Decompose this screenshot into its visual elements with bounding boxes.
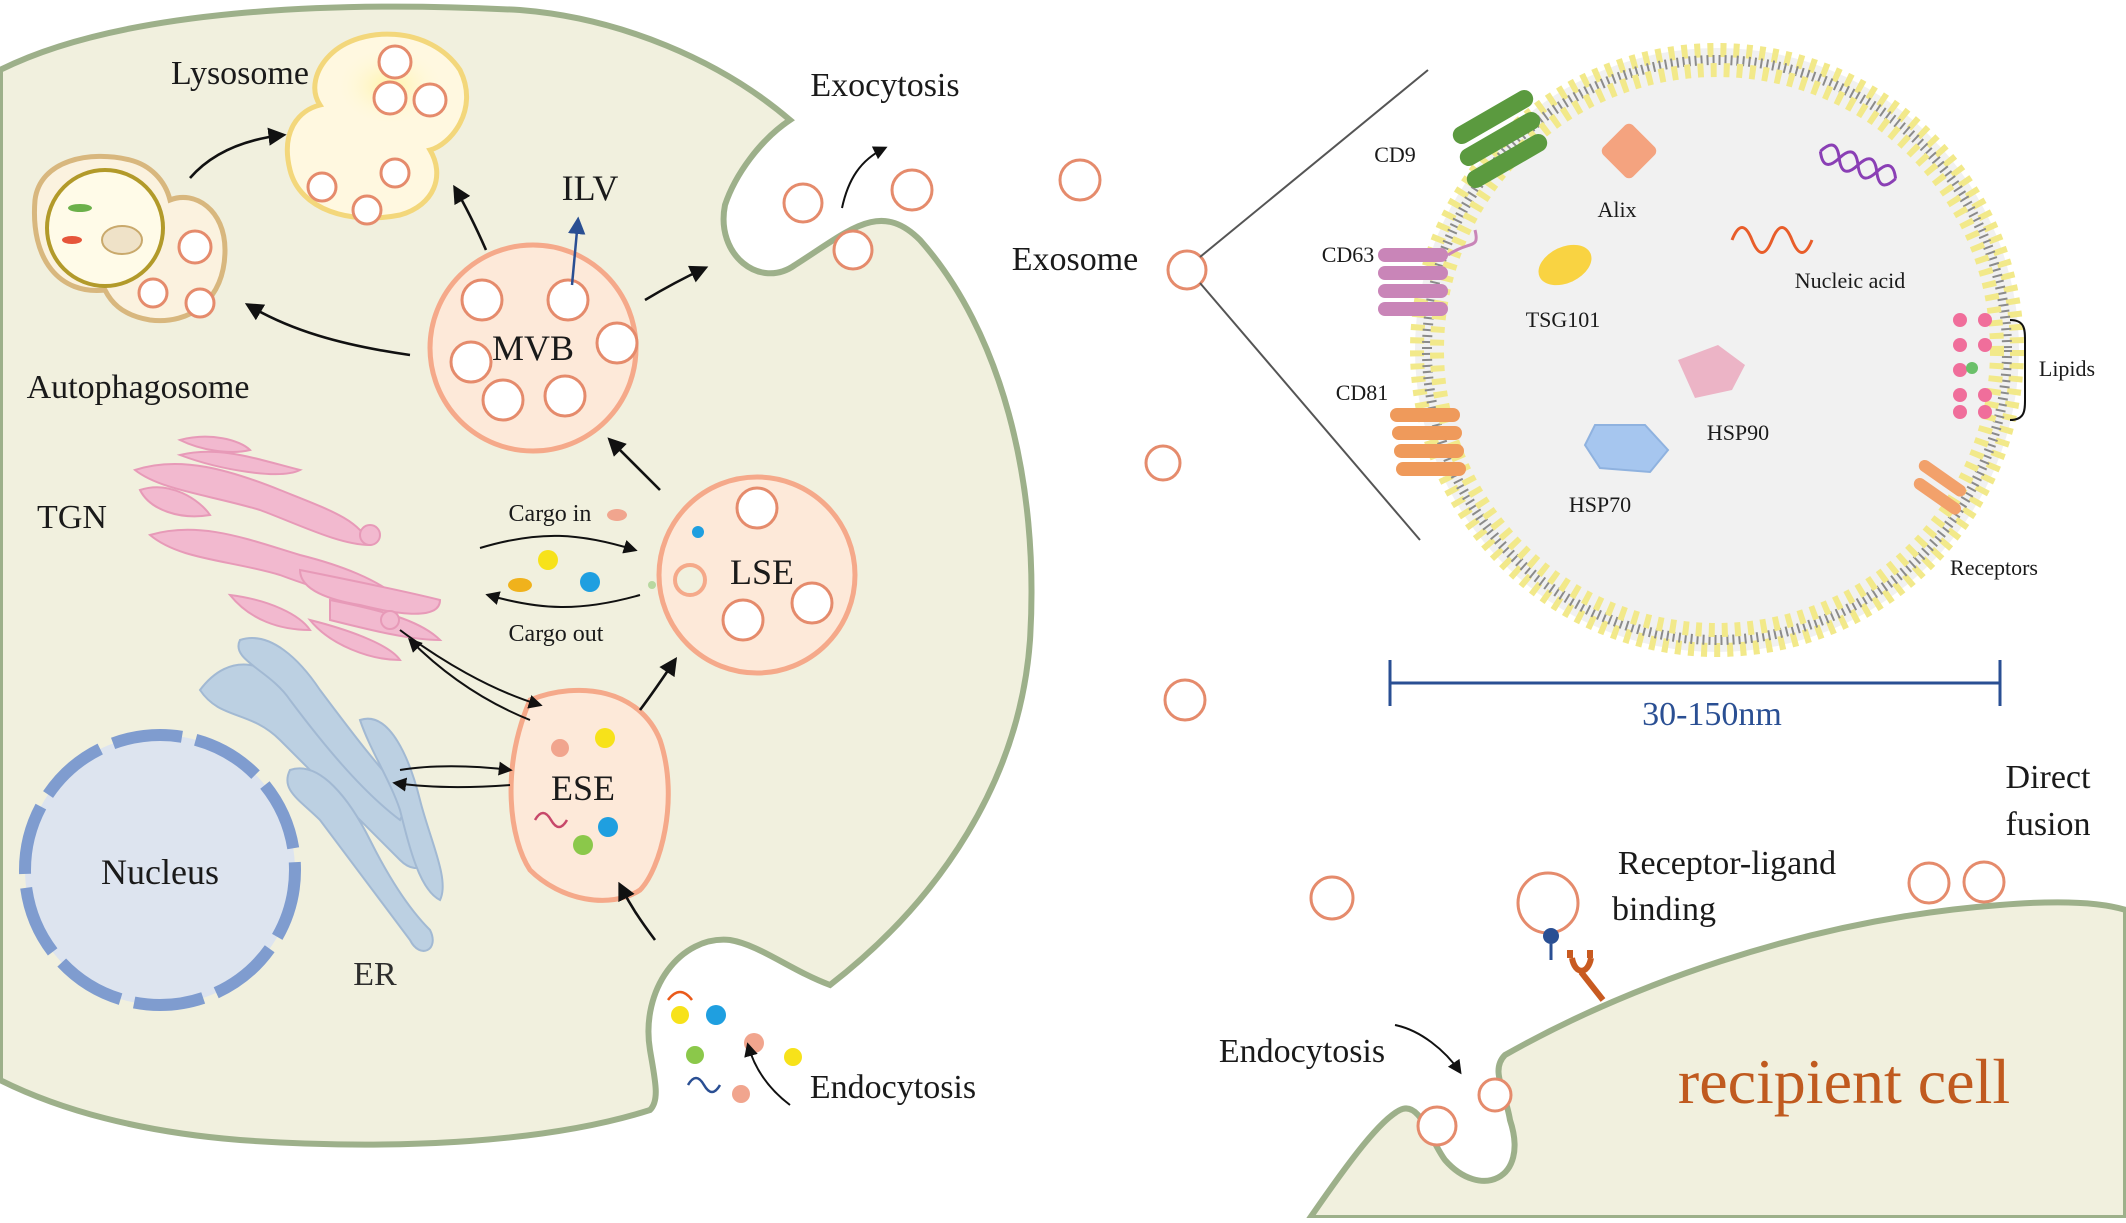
receptor-ligand-label-2: binding bbox=[1612, 891, 1716, 928]
tgn-label: TGN bbox=[37, 499, 107, 536]
direct-fusion-label-2: fusion bbox=[2006, 806, 2091, 843]
early-sorting-endosome: ESE bbox=[508, 687, 671, 903]
mvb-label: MVB bbox=[492, 328, 574, 368]
er-label: ER bbox=[353, 956, 397, 993]
nucleus: Nucleus bbox=[19, 729, 301, 1011]
lysosome-label: Lysosome bbox=[171, 55, 309, 92]
lipids-label: Lipids bbox=[2039, 356, 2095, 381]
hsp70-protein: HSP70 bbox=[1569, 424, 1670, 517]
endocytosis-right-label: Endocytosis bbox=[1219, 1033, 1385, 1070]
late-sorting-endosome: LSE bbox=[648, 474, 858, 676]
hsp90-protein: HSP90 bbox=[1678, 345, 1769, 445]
tsg101-label: TSG101 bbox=[1526, 307, 1601, 332]
receptors-label: Receptors bbox=[1950, 555, 2038, 580]
hsp70-label: HSP70 bbox=[1569, 492, 1631, 517]
cd63-label: CD63 bbox=[1322, 242, 1375, 267]
recipient-cell: recipient cell bbox=[1304, 899, 2126, 1221]
cd63-tetraspanin: CD63 bbox=[1322, 229, 1478, 316]
autophagosome: Autophagosome bbox=[27, 153, 250, 406]
exocytosis-site: Exocytosis bbox=[782, 67, 960, 271]
endocytosis-site-left: Endocytosis bbox=[667, 990, 976, 1106]
receptors: Receptors bbox=[1913, 459, 2038, 580]
cd9-tetraspanin: CD9 bbox=[1374, 90, 1548, 188]
alix-label: Alix bbox=[1597, 197, 1636, 222]
hsp90-label: HSP90 bbox=[1707, 420, 1769, 445]
cd9-label: CD9 bbox=[1374, 142, 1416, 167]
tsg101-protein: TSG101 bbox=[1526, 244, 1601, 332]
scale-bar: 30-150nm bbox=[1388, 660, 2002, 733]
exocytosis-label: Exocytosis bbox=[810, 67, 959, 104]
lysosome: Lysosome bbox=[171, 31, 469, 226]
endoplasmic-reticulum: ER bbox=[198, 637, 444, 993]
recipient-cell-label: recipient cell bbox=[1678, 1046, 2010, 1117]
alix-protein: Alix bbox=[1597, 123, 1657, 222]
cargo-in-label: Cargo in bbox=[509, 501, 592, 527]
pathway-arrows bbox=[189, 127, 709, 941]
exosome-zoom: CD9 CD63 CD81 Alix TSG101 bbox=[1322, 43, 2095, 657]
direct-fusion-label-1: Direct bbox=[2006, 759, 2092, 796]
trans-golgi-network: TGN bbox=[37, 435, 443, 662]
lipids: Lipids bbox=[1953, 313, 2095, 421]
multivesicular-body: MVB ILV bbox=[427, 168, 639, 454]
receptor-ligand-binding: Receptor-ligand binding bbox=[1516, 845, 1836, 1002]
exosome-small: Exosome bbox=[1012, 69, 1429, 541]
ilv-label: ILV bbox=[562, 168, 619, 208]
autophagosome-label: Autophagosome bbox=[27, 369, 250, 406]
endocytosis-left-label: Endocytosis bbox=[810, 1069, 976, 1106]
scale-bar-label: 30-150nm bbox=[1642, 696, 1782, 733]
ese-label: ESE bbox=[551, 768, 615, 808]
cd81-tetraspanin: CD81 bbox=[1336, 380, 1466, 476]
nucleic-acid: Nucleic acid bbox=[1730, 143, 1906, 293]
lse-label: LSE bbox=[730, 552, 794, 592]
receptor-ligand-label-1: Receptor-ligand bbox=[1618, 845, 1836, 882]
nucleic-acid-label: Nucleic acid bbox=[1795, 268, 1906, 293]
endocytosis-site-right: Endocytosis bbox=[1219, 1024, 1513, 1147]
cd81-label: CD81 bbox=[1336, 380, 1389, 405]
nucleus-label: Nucleus bbox=[101, 852, 219, 892]
cargo-out-label: Cargo out bbox=[509, 621, 604, 647]
direct-fusion: Direct fusion bbox=[1907, 759, 2092, 905]
cargo-exchange: Cargo in Cargo out bbox=[479, 501, 641, 647]
exosome-label: Exosome bbox=[1012, 241, 1139, 278]
free-exosomes bbox=[1058, 158, 1355, 921]
